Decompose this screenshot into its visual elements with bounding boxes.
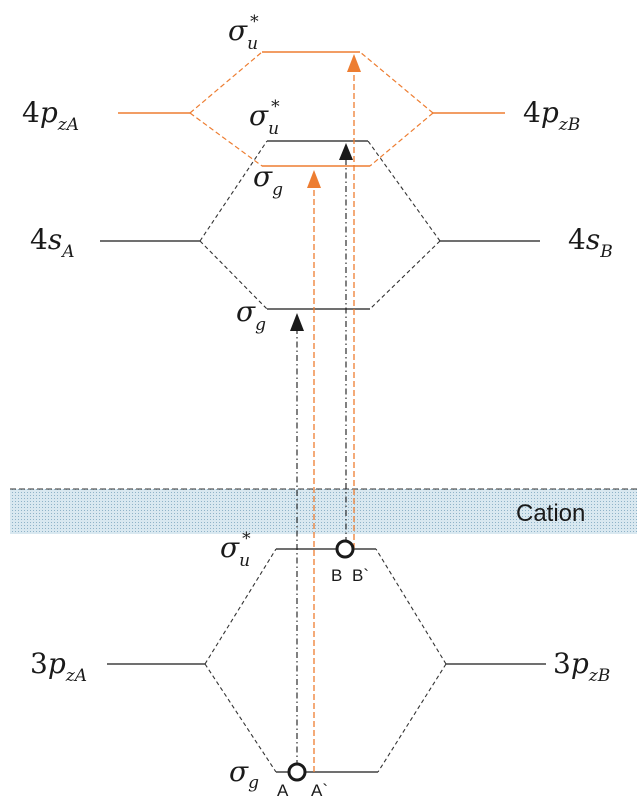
label-sigma-g-low: σg [229, 755, 259, 793]
label-sigma-g-upper: σg [253, 160, 283, 200]
label-4s-A: 4sA [30, 223, 74, 262]
cation-band: Cation [10, 488, 637, 534]
cation-label: Cation [516, 500, 585, 527]
orbital-4s-group [100, 140, 540, 310]
transition-B-black [339, 143, 353, 543]
transition-A-orange [307, 170, 321, 772]
hole-A [287, 762, 307, 782]
label-4s-B: 4sB [568, 223, 613, 262]
arrowhead-B-black [339, 143, 353, 160]
label-sigma-g-mid: σg [236, 295, 266, 335]
arrowhead-B-orange [347, 54, 361, 72]
label-sigma-u-star-mid: σu* [249, 97, 280, 139]
correlation-lines-4s [199, 140, 441, 310]
transition-B-orange [347, 54, 361, 549]
label-4p-zB: 4pzB [523, 96, 580, 135]
label-B-prime: B` [352, 566, 369, 585]
label-sigma-u-star-low: σu* [220, 529, 251, 571]
transition-A-black [290, 313, 304, 766]
arrowhead-A-black [290, 313, 304, 331]
hole-B [335, 539, 355, 559]
cation-band-fill [10, 489, 637, 534]
orbital-3p-group [107, 548, 546, 773]
label-A: A [277, 781, 289, 798]
label-B: B [331, 566, 342, 585]
arrowhead-A-orange [307, 170, 321, 188]
label-3p-zB: 3pzB [553, 647, 610, 686]
correlation-lines-4p [189, 51, 434, 167]
label-sigma-u-star-top: σu* [228, 12, 259, 54]
label-A-prime: A` [311, 781, 328, 798]
correlation-lines-3p [204, 548, 447, 773]
orbital-4p-group [118, 51, 505, 167]
label-3p-zA: 3pzA [30, 647, 87, 686]
label-4p-zA: 4pzA [22, 96, 79, 135]
